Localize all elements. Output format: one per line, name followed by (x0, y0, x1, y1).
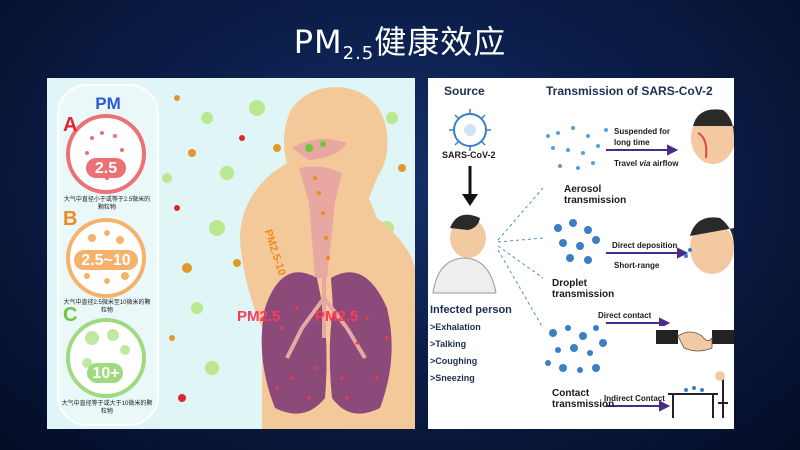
droplet-label-line2: transmission (552, 289, 615, 300)
receiver-head-aerosol (691, 109, 734, 164)
action-exhalation: >Exhalation (430, 322, 481, 332)
slide-title: PM2.5健康效应 (0, 22, 800, 74)
aerosol-airflow-note: Travel via airflow (614, 158, 679, 169)
infected-person-figure (432, 214, 497, 294)
pm25-label: 2.5 (94, 160, 118, 177)
sars-cov-2-transmission-panel: Source Transmission of SARS-CoV-2 SARS-C… (428, 78, 734, 429)
background-particles (162, 95, 408, 402)
droplet-label: Droplet transmission (552, 278, 614, 300)
aerosol-label: Aerosol transmission (564, 184, 626, 206)
lung-left-label: PM2.5 (237, 308, 281, 325)
droplet-note-direct: Direct deposition (612, 241, 678, 250)
grade-b: B (63, 208, 78, 230)
airflow-post: airflow (650, 159, 679, 168)
transmission-title: Transmission of SARS-CoV-2 (546, 84, 713, 98)
pm10plus-label: 10+ (92, 365, 120, 382)
contact-label-line1: Contact (552, 388, 590, 399)
aerosol-note-line1: Suspended for (614, 127, 671, 136)
transmission-graphic (432, 109, 734, 418)
grade-a: A (63, 114, 78, 136)
contact-note-indirect: Indirect Contact (604, 394, 665, 403)
contact-label: Contact transmission (552, 388, 614, 410)
title-main: PM (293, 23, 343, 61)
pm10-label: 2.5~10 (81, 252, 131, 269)
pm-header: PM (95, 94, 121, 113)
pm25-description: 大气中直径小于或等于2.5微米的颗粒物 (63, 197, 151, 211)
table-chair-icon (668, 378, 728, 418)
aerosol-note: Suspended for long time (614, 126, 670, 148)
pm10plus-description: 大气中直径等于或大于10微米的颗粒物 (61, 401, 153, 415)
pm-illustration-graphic (66, 87, 415, 429)
action-talking: >Talking (430, 339, 467, 349)
virus-label: SARS-CoV-2 (442, 150, 496, 160)
lung-right-label: PM2.5 (315, 308, 359, 325)
grade-c: C (63, 304, 78, 326)
droplet-label-line1: Droplet (552, 278, 587, 289)
virus-icon (449, 109, 491, 151)
title-rest: 健康效应 (374, 23, 507, 61)
airflow-em: via (639, 159, 651, 168)
pm-classification-card: PM (57, 84, 159, 426)
pm10-description: 大气中直径2.5微米至10微米的颗粒物 (63, 300, 151, 314)
aerosol-label-line1: Aerosol (564, 184, 602, 195)
contact-label-line2: transmission (552, 399, 615, 410)
contact-note-direct: Direct contact (598, 311, 652, 320)
aerosol-label-line2: transmission (564, 195, 627, 206)
receiver-head-droplet (684, 217, 734, 274)
action-sneezing: >Sneezing (430, 373, 475, 383)
source-title: Source (444, 84, 485, 98)
infection-actions-list: >Exhalation >Talking >Coughing >Sneezing (430, 319, 481, 387)
droplet-note-short-range: Short-range (614, 261, 660, 270)
action-coughing: >Coughing (430, 356, 478, 366)
handshake-icon (656, 326, 734, 356)
pm-illustration-panel: PM A 2.5 大气中直径小于或等于2.5微米的颗粒物 B 2.5~10 大气… (47, 78, 415, 429)
pm25-circle (66, 114, 146, 194)
infected-person-title: Infected person (430, 304, 512, 316)
title-subscript: 2.5 (342, 43, 375, 64)
airflow-pre: Travel (614, 159, 640, 168)
aerosol-note-line2: long time (614, 138, 650, 147)
